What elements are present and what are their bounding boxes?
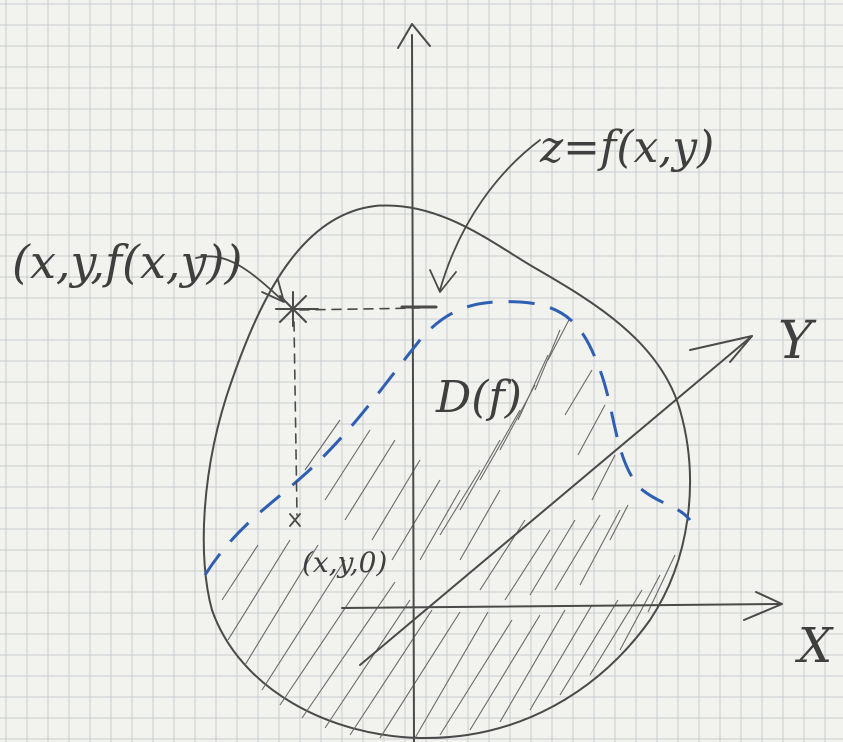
hatch-line bbox=[529, 604, 593, 711]
point-base-label: (x,y,0) bbox=[302, 546, 387, 579]
domain-label: D(f) bbox=[435, 372, 522, 423]
domain-outline bbox=[202, 204, 691, 740]
hatch-line bbox=[559, 599, 619, 696]
point-label-pointer-head bbox=[261, 279, 285, 303]
x-axis-label: X bbox=[794, 618, 834, 674]
hatch-line bbox=[244, 544, 319, 666]
z-axis-arrowhead bbox=[397, 23, 431, 49]
hatch-line bbox=[439, 469, 481, 536]
x-axis bbox=[341, 603, 781, 609]
hatch-line bbox=[324, 429, 371, 501]
hatch-line bbox=[479, 409, 521, 481]
hatch-line bbox=[534, 329, 561, 391]
hatch-line bbox=[459, 489, 501, 561]
hatch-line bbox=[459, 439, 501, 511]
point-label-pointer bbox=[195, 255, 283, 301]
hatch-line bbox=[589, 589, 643, 676]
z-axis bbox=[411, 34, 415, 742]
hatch-line bbox=[324, 599, 411, 729]
surface-label-pointer bbox=[439, 139, 541, 291]
hatch-line bbox=[221, 544, 259, 601]
hatch-line bbox=[564, 369, 593, 416]
hatch-line bbox=[414, 611, 489, 739]
y-axis bbox=[359, 335, 753, 666]
hatch-line bbox=[547, 317, 571, 361]
hatch-line bbox=[349, 609, 433, 736]
x-axis-arrowhead bbox=[743, 591, 783, 621]
projection-horizontal bbox=[299, 307, 421, 311]
surface-equation-label: z=f(x,y) bbox=[539, 122, 714, 173]
hatch-line bbox=[391, 479, 441, 561]
surface-curve bbox=[203, 300, 692, 576]
y-axis-label: Y bbox=[778, 311, 817, 371]
hatch-line bbox=[619, 574, 661, 651]
hatch-line bbox=[304, 419, 341, 471]
hatch-line bbox=[279, 567, 373, 706]
hatch-line bbox=[504, 529, 551, 601]
point-base-marker bbox=[289, 513, 301, 527]
hatch-line bbox=[609, 504, 629, 541]
hatch-line bbox=[344, 439, 396, 521]
hatch-line bbox=[647, 554, 676, 613]
hatch-line bbox=[371, 459, 421, 541]
hatch-line bbox=[469, 614, 541, 731]
hatch-line bbox=[517, 354, 549, 421]
hatch-line bbox=[301, 581, 396, 719]
hatch-line bbox=[577, 404, 606, 456]
hatch-line bbox=[499, 609, 566, 723]
hatch-line bbox=[227, 539, 291, 641]
hatch-line bbox=[439, 619, 513, 736]
hatch-line bbox=[554, 514, 601, 591]
surface-label-pointer-head bbox=[429, 269, 457, 293]
projection-vertical bbox=[293, 321, 298, 516]
hatch-line bbox=[579, 509, 621, 586]
hatch-line bbox=[261, 559, 346, 691]
point-3d-label: (x,y,f(x,y)) bbox=[12, 235, 242, 289]
y-axis-arrowhead bbox=[689, 335, 753, 363]
hatch-line bbox=[591, 454, 616, 501]
hatch-line bbox=[379, 611, 461, 739]
hatch-line bbox=[419, 489, 461, 561]
hatch-line bbox=[529, 519, 576, 596]
domain-hatching bbox=[221, 317, 676, 739]
